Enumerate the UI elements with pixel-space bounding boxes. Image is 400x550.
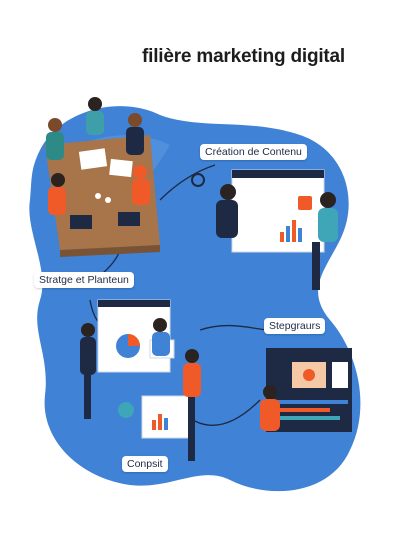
timeline-track [270,408,330,412]
label-steps: Stepgraurs [264,318,326,334]
person-head [51,173,65,187]
person-head [263,385,277,399]
content-creation-scene [191,169,338,290]
bar-chart-bar [158,414,162,430]
label-strategie: Stratge et Planteun [34,272,134,288]
page-title: filière marketing digital [142,46,345,67]
label-creation-contenu: Création de Contenu [200,144,307,160]
person-body [80,337,96,375]
video-editing-scene [260,348,352,432]
side-panel [332,362,348,388]
bar-chart-bar [280,232,284,242]
person-body [132,179,150,205]
bar-chart-bar [152,420,156,430]
connector-line [159,164,216,201]
content-logo-badge [298,196,312,210]
browser-toolbar [98,300,170,307]
timeline-track [270,400,348,404]
bar-chart-bar [164,418,168,430]
person-legs [188,397,195,461]
person-body [152,332,170,356]
laptop-icon [70,215,92,229]
person-body [46,132,64,160]
person-body [48,187,66,215]
bug-icon [118,402,134,418]
bar-chart-bar [298,228,302,242]
person-head [153,318,167,332]
bar-chart-bar [292,220,296,242]
cup-icon [95,193,101,199]
person-legs [84,375,91,419]
laptop-icon [118,212,140,226]
person-legs [312,242,320,290]
person-head [320,192,336,208]
person-head [185,349,199,363]
consulting-scene [141,349,201,461]
document-icon [78,148,108,170]
person-head [81,323,95,337]
bar-chart-bar [286,226,290,242]
label-conseil: Conpsit [122,456,168,472]
play-button-icon [303,369,315,381]
person-head [128,113,142,127]
person-body [318,208,338,242]
team-meeting-scene [45,97,160,257]
person-head [88,97,102,111]
person-body [86,111,104,135]
pie-chart-slice [128,334,140,346]
strategy-scene [80,299,175,419]
timeline-track [270,416,340,420]
cup-icon [105,197,111,203]
person-body [126,127,144,155]
person-head [220,184,236,200]
gear-icon [191,173,205,187]
person-head [133,165,147,179]
browser-window [231,169,325,253]
table-edge [60,245,160,257]
person-body [260,399,280,431]
document-icon [109,158,133,178]
person-body [183,363,201,397]
browser-window [141,395,191,439]
person-body [216,200,238,238]
browser-toolbar [232,170,324,178]
person-head [48,118,62,132]
